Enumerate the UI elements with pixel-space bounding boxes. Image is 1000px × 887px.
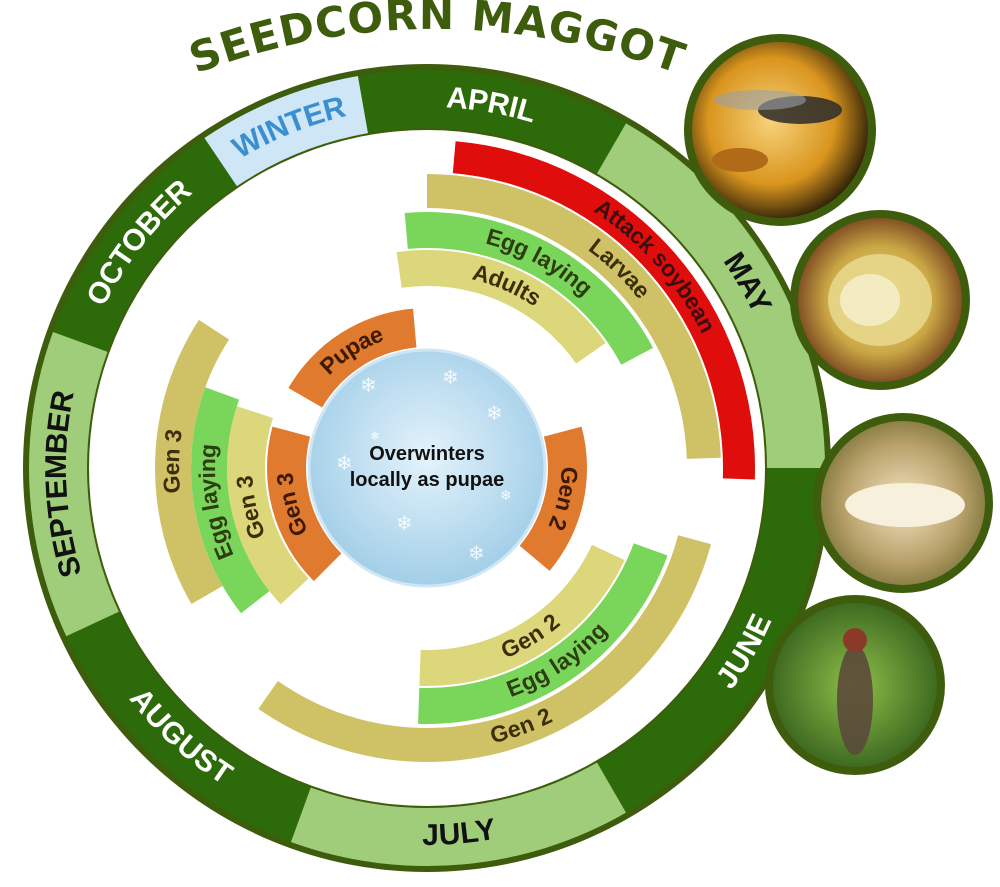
center-label-line2: locally as pupae bbox=[350, 469, 505, 491]
center-circle: ❄ ❄ ❄ ❄ ❄ ❄ ❄ ❄ Overwinters locally as p… bbox=[309, 350, 545, 586]
adult-fly-on-seed-icon bbox=[692, 42, 868, 218]
svg-text:❄: ❄ bbox=[396, 513, 413, 535]
center-label-line1: Overwinters bbox=[369, 443, 485, 465]
svg-text:❄: ❄ bbox=[468, 543, 485, 565]
svg-text:❄: ❄ bbox=[360, 375, 377, 397]
stage-gen3-larvae-label: Gen 3 bbox=[158, 428, 187, 495]
svg-text:❄: ❄ bbox=[442, 367, 459, 389]
svg-text:❄: ❄ bbox=[486, 403, 503, 425]
photo-2 bbox=[790, 210, 970, 390]
photo-1 bbox=[684, 34, 876, 226]
photo-3 bbox=[813, 413, 993, 593]
svg-text:❄: ❄ bbox=[370, 429, 380, 443]
photo-4 bbox=[765, 595, 945, 775]
